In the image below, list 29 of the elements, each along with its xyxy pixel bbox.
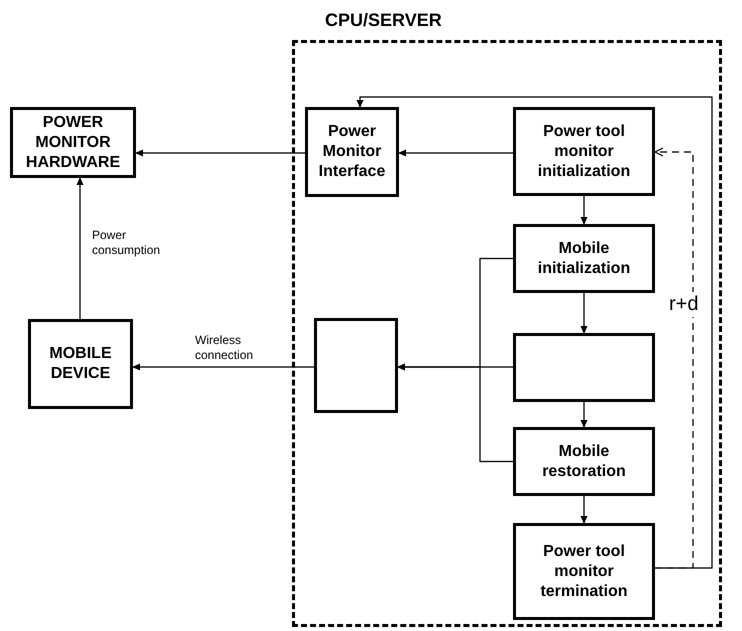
box-label: POWER MONITOR HARDWARE — [24, 112, 122, 172]
process-box — [513, 224, 655, 293]
box-label: Power tool monitor initialization — [536, 122, 632, 182]
box-label: MOBILE DEVICE — [48, 344, 113, 384]
arrow — [580, 402, 588, 428]
process-box — [305, 107, 399, 197]
arrow — [580, 293, 588, 334]
box-label: Mobile restoration — [541, 442, 627, 482]
arrow — [580, 196, 588, 225]
boundary-title: CPU/SERVER — [325, 9, 442, 32]
arrow — [397, 364, 513, 462]
box-label: Power Monitor Interface — [318, 122, 386, 182]
process-box — [513, 333, 655, 402]
process-box — [513, 523, 655, 620]
box-label: Power tool monitor termination — [539, 542, 629, 602]
arrow — [580, 496, 588, 524]
arrow — [135, 150, 305, 156]
box-label: Mobile initialization — [536, 238, 632, 278]
process-box — [10, 107, 136, 178]
process-box — [513, 427, 655, 496]
arrow — [76, 177, 84, 319]
process-box — [28, 319, 133, 409]
dashed-arrow — [654, 147, 694, 569]
arrow — [132, 364, 314, 370]
arrow — [356, 96, 713, 569]
arrow — [398, 150, 513, 156]
edge-label: r+d — [669, 292, 698, 317]
process-box — [314, 318, 398, 413]
process-box — [513, 107, 655, 196]
